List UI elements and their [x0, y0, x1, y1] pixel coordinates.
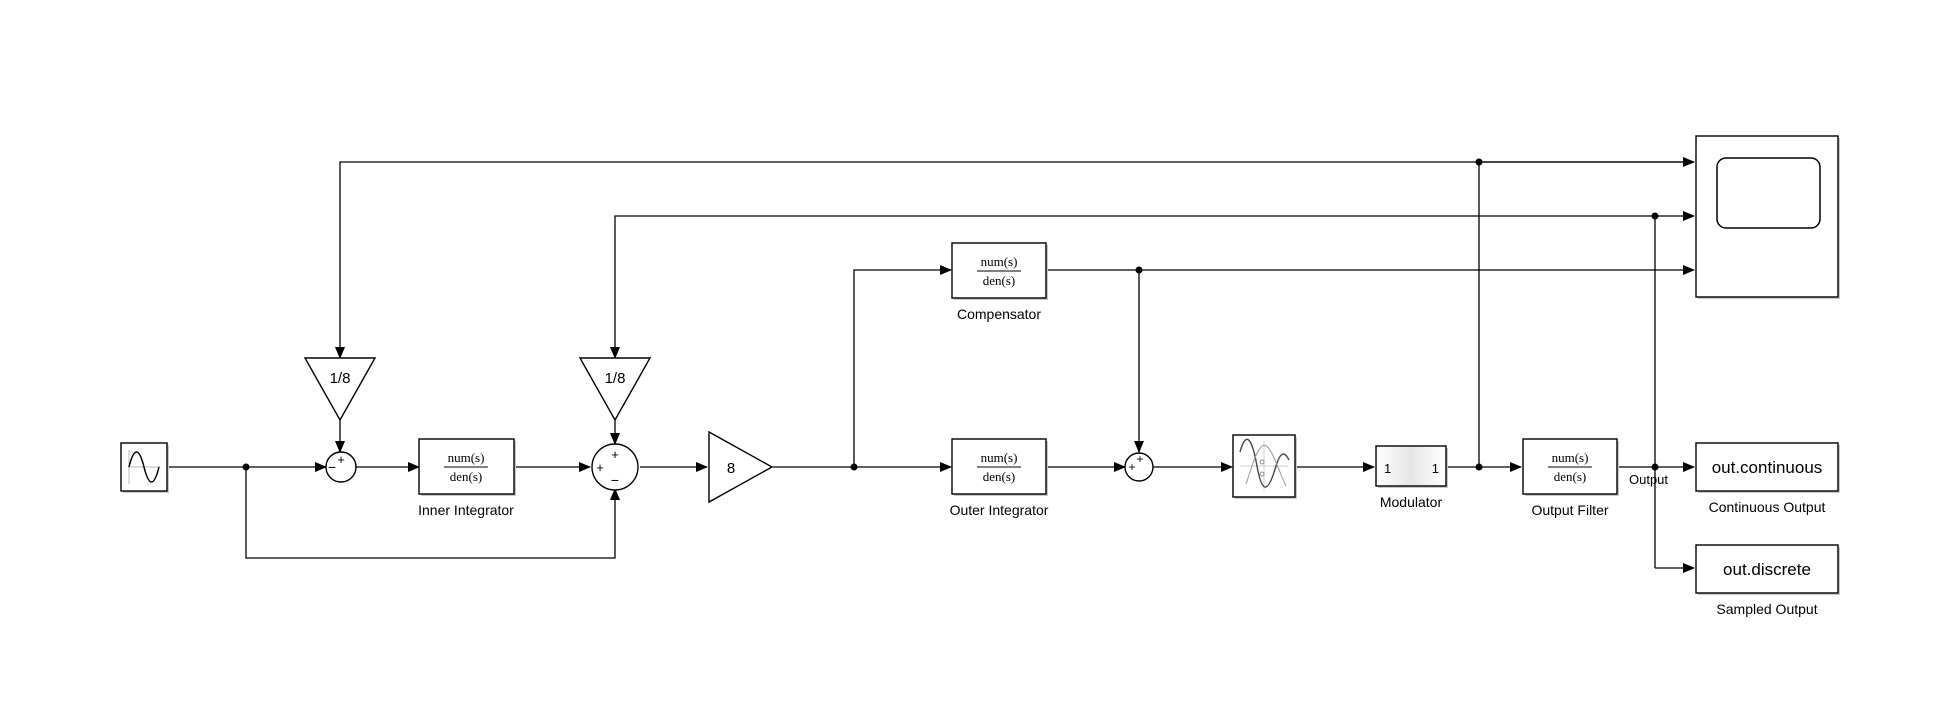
workspace-variable-name: out.continuous — [1712, 458, 1823, 477]
numerator: num(s) — [448, 450, 485, 465]
continuous-output-block[interactable]: out.continuous Continuous Output — [1695, 442, 1840, 515]
forward-gain-block[interactable]: 8 — [708, 430, 774, 504]
sum-sign-bottom: − — [611, 472, 619, 488]
block-caption: Sampled Output — [1716, 601, 1817, 617]
denominator: den(s) — [983, 469, 1016, 484]
branch-point — [1135, 266, 1143, 274]
saturation-curve-icon — [1239, 438, 1290, 491]
signal-label-output: Output — [1629, 472, 1668, 487]
compensator-block[interactable]: num(s) den(s) Compensator — [951, 242, 1048, 322]
numerator: num(s) — [981, 450, 1018, 465]
workspace-variable-name: out.discrete — [1723, 560, 1811, 579]
gain-value: 1/8 — [330, 370, 351, 387]
wire-feedback-1[interactable] — [335, 161, 1694, 359]
numerator: num(s) — [981, 254, 1018, 269]
sum-sign-left: + — [1128, 460, 1135, 474]
sine-wave-icon — [128, 451, 160, 483]
denominator: den(s) — [983, 273, 1016, 288]
denominator: den(s) — [1554, 469, 1587, 484]
branch-point — [850, 463, 858, 471]
block-caption: Outer Integrator — [950, 502, 1049, 518]
sum-sign-top: + — [337, 452, 345, 467]
branch-points — [242, 158, 1659, 471]
input-port-label: 1 — [1384, 461, 1391, 476]
block-caption: Inner Integrator — [418, 502, 514, 518]
sum-sign-left: + — [596, 460, 604, 475]
nonlinearity-block[interactable] — [1232, 434, 1297, 499]
feedback-gain-1-block[interactable]: 1/8 — [303, 357, 377, 422]
branch-point — [1475, 158, 1483, 166]
output-filter-block[interactable]: num(s) den(s) Output Filter — [1522, 438, 1619, 518]
sine-wave-source-block[interactable] — [120, 442, 169, 493]
signal-lines — [168, 157, 1695, 573]
sum-block-3[interactable]: + + — [1124, 452, 1154, 482]
discrete-output-block[interactable]: out.discrete Sampled Output — [1695, 544, 1840, 617]
scope-block[interactable] — [1695, 135, 1840, 299]
numerator: num(s) — [1552, 450, 1589, 465]
gain-value: 1/8 — [605, 370, 626, 387]
wire-feedback-2[interactable] — [610, 215, 1655, 359]
branch-point — [1651, 463, 1659, 471]
modulator-block[interactable]: 1 1 Modulator — [1375, 445, 1448, 510]
gain-value: 8 — [727, 460, 735, 477]
wire-gain-to-compensator[interactable] — [853, 265, 952, 467]
block-caption: Continuous Output — [1709, 499, 1826, 515]
feedback-gain-2-block[interactable]: 1/8 — [578, 357, 652, 422]
block-caption: Compensator — [957, 306, 1041, 322]
output-port-label: 1 — [1432, 461, 1439, 476]
sum-sign-left: − — [328, 459, 336, 475]
block-caption: Modulator — [1380, 494, 1443, 510]
sum-block-2[interactable]: + + − — [591, 443, 639, 491]
inner-integrator-block[interactable]: num(s) den(s) Inner Integrator — [418, 438, 516, 518]
branch-point — [242, 463, 250, 471]
block-caption: Output Filter — [1531, 502, 1608, 518]
outer-integrator-block[interactable]: num(s) den(s) Outer Integrator — [950, 438, 1049, 518]
denominator: den(s) — [450, 469, 483, 484]
branch-point — [1475, 463, 1483, 471]
sum-sign-top: + — [1136, 452, 1143, 466]
sum-sign-top: + — [611, 447, 619, 462]
wire-source-to-sum2[interactable] — [245, 467, 620, 559]
scope-display-icon — [1716, 157, 1821, 229]
sum-block-1[interactable]: + − — [325, 451, 357, 483]
branch-point — [1651, 212, 1659, 220]
